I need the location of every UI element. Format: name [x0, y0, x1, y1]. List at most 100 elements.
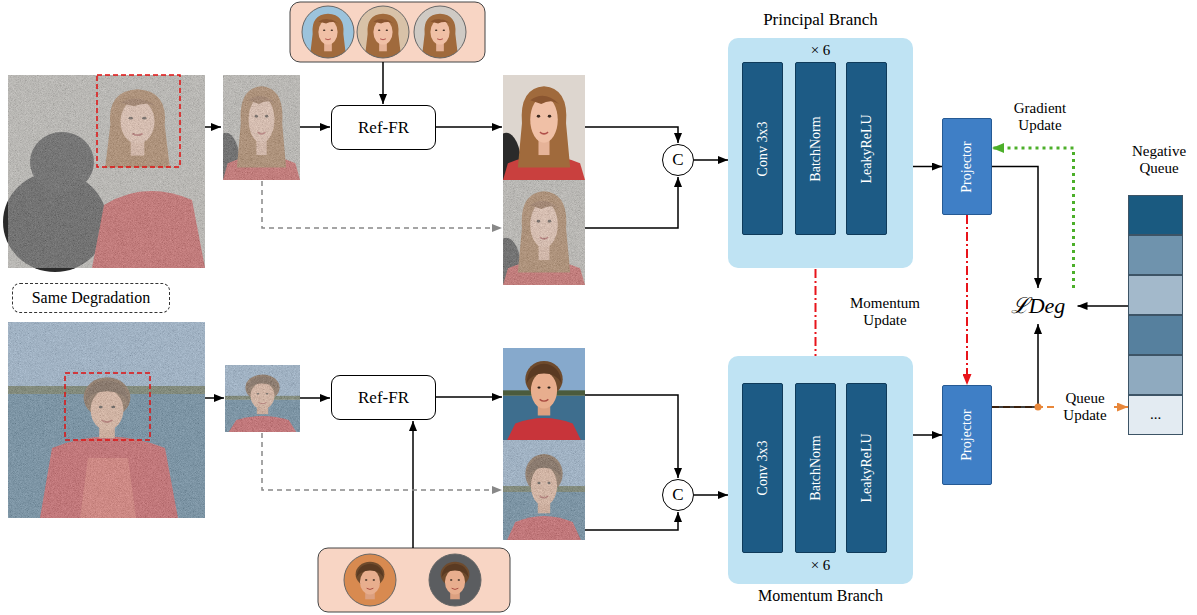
flow-arrow [436, 126, 502, 128]
input-photo [8, 322, 205, 518]
queue-cell [1128, 275, 1183, 315]
node-label: Projector [959, 409, 975, 460]
node-label: Principal Branch [728, 10, 913, 30]
reference-panel [302, 6, 354, 58]
queue-cells: ... [1128, 195, 1183, 435]
reference-panel [355, 4, 411, 60]
process-box: Ref-FR [331, 105, 436, 150]
node-label: Conv 3x3 [754, 441, 770, 496]
input-photo [8, 75, 205, 268]
concat-circle: C [662, 479, 694, 511]
layer-block: LeakyReLU [846, 62, 887, 235]
node-label: Ref-FR [358, 118, 409, 138]
flow-arrow [913, 166, 942, 168]
face-crop [503, 180, 585, 285]
node-label: Conv 3x3 [754, 121, 770, 176]
reference-panel [300, 4, 356, 60]
layer-block: Projector [942, 385, 992, 485]
flow-arrow [585, 395, 678, 478]
reference-panel [300, 4, 356, 60]
reference-panel [365, 14, 401, 58]
node-label: × 6 [728, 557, 913, 574]
reference-panel [356, 562, 385, 599]
flow-arrow [585, 177, 678, 228]
face-crop [503, 348, 585, 440]
layer-block: BatchNorm [795, 62, 836, 235]
input-photo [8, 75, 205, 268]
reference-panel [290, 2, 485, 62]
face-crop [492, 180, 585, 301]
queue-cell: ... [1128, 395, 1183, 435]
node-label: BatchNorm [807, 116, 823, 181]
flow-arrow [585, 512, 678, 530]
reference-panel [427, 552, 483, 608]
node-label: Same Degradation [32, 289, 151, 307]
junction-dot [1035, 404, 1042, 411]
reference-panel [357, 6, 409, 58]
node-label: × 6 [728, 42, 913, 59]
flow-arrow [300, 126, 330, 128]
flow-arrow [913, 434, 942, 436]
reference-panel [427, 552, 483, 608]
queue-cell [1128, 355, 1183, 395]
face-crop [503, 440, 585, 540]
node-label: ... [1150, 406, 1161, 423]
reference-panel [342, 552, 398, 608]
reference-panel [318, 548, 510, 612]
node-label: BatchNorm [807, 435, 823, 500]
reference-panel [344, 554, 396, 606]
reference-panel [412, 4, 468, 60]
face-crop [212, 75, 585, 540]
gradient-arrow [992, 148, 1074, 288]
edge-label: Gradient Update [996, 100, 1084, 135]
node-label: Ref-FR [358, 388, 409, 408]
flow-arrow [1078, 305, 1129, 307]
reference-panel [318, 548, 510, 612]
queue-cell [1128, 235, 1183, 275]
node-label: Projector [959, 141, 975, 192]
flow-arrow [694, 159, 728, 161]
flow-arrow [205, 126, 221, 128]
node-label: Momentum Branch [728, 587, 913, 605]
face-crop [503, 180, 585, 285]
momentum-arrow [966, 215, 968, 385]
node-label: ℒDeg [1011, 293, 1066, 318]
annotation-label: Momentum Update [840, 295, 930, 330]
reference-panel [414, 6, 466, 58]
skip-arrow [262, 433, 502, 490]
skip-arrow [262, 181, 502, 490]
node-label: C [672, 485, 683, 505]
flow-arrow [382, 62, 384, 104]
flow-arrow [205, 397, 224, 399]
flow-arrow [412, 421, 414, 548]
branch-band: × 6Momentum BranchConv 3x3BatchNormLeaky… [728, 356, 913, 584]
flow-arrow [205, 62, 678, 548]
node-label: Negative Queue [1128, 143, 1190, 178]
reference-panel [342, 552, 398, 608]
branch-band: Principal Branch× 6Conv 3x3BatchNormLeak… [728, 38, 913, 268]
reference-panel [355, 4, 411, 60]
face-crop [225, 365, 300, 432]
reference-panel [422, 14, 458, 58]
face-crop [503, 348, 585, 440]
note-box: Same Degradation [12, 283, 170, 313]
queue-cell [1128, 195, 1183, 235]
process-box: Ref-FR [331, 375, 436, 420]
flow-arrow [300, 397, 330, 399]
reference-panel [412, 4, 468, 60]
reference-panel [441, 562, 470, 599]
face-crop [503, 440, 585, 540]
layer-block: Conv 3x3 [742, 62, 783, 235]
loss-term: ℒDeg [999, 288, 1078, 324]
layer-block: Conv 3x3 [742, 383, 783, 553]
face-crop [225, 365, 300, 432]
crop-box [97, 75, 180, 167]
layer-block: BatchNorm [795, 383, 836, 553]
face-crop [212, 75, 300, 196]
node-label: LeakyReLU [858, 114, 874, 183]
layer-block: Projector [942, 118, 992, 215]
queue-stack: Negative Queue... [1128, 143, 1190, 437]
face-crop [223, 75, 300, 180]
face-crop [225, 365, 300, 432]
